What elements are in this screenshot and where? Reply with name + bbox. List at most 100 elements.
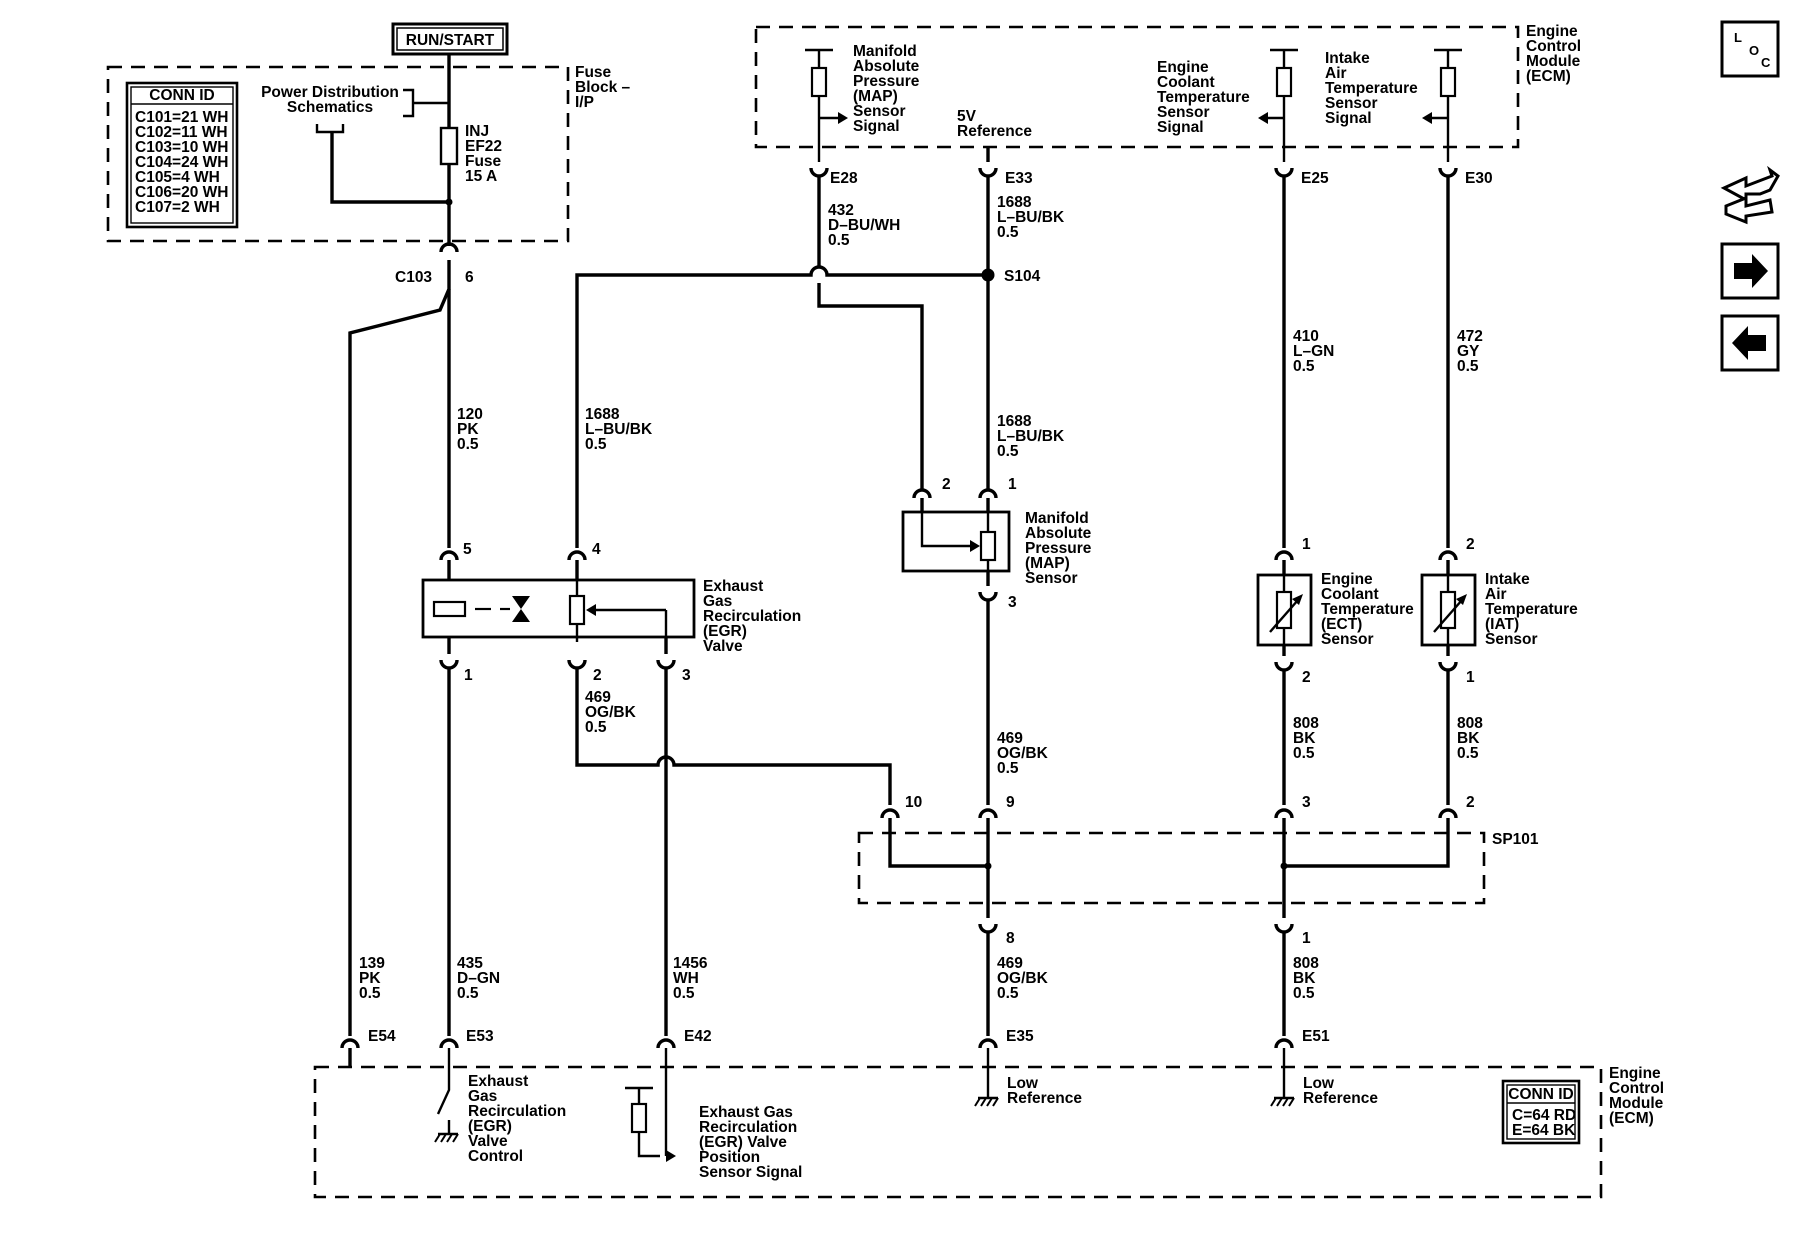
svg-text:Engine: Engine <box>1321 571 1373 588</box>
svg-text:EF22: EF22 <box>465 138 502 155</box>
svg-text:Fuse: Fuse <box>575 64 612 81</box>
svg-text:1688: 1688 <box>997 194 1032 211</box>
svg-text:0.5: 0.5 <box>1457 745 1479 762</box>
svg-text:Signal: Signal <box>1325 110 1372 127</box>
svg-text:(IAT): (IAT) <box>1485 616 1519 633</box>
splice-s104 <box>981 268 995 282</box>
egr-solenoid-coil <box>432 600 467 618</box>
svg-text:410: 410 <box>1293 328 1319 345</box>
svg-text:120: 120 <box>457 406 483 423</box>
svg-text:Signal: Signal <box>853 118 900 135</box>
svg-text:Exhaust: Exhaust <box>468 1073 528 1090</box>
wire-1688-label-map: 1688 L–BU/BK 0.5 <box>997 413 1065 460</box>
svg-text:C106=20 WH: C106=20 WH <box>135 184 228 201</box>
svg-text:2: 2 <box>593 667 602 684</box>
svg-text:I/P: I/P <box>575 94 594 111</box>
arrow-right-icon <box>838 112 848 124</box>
svg-text:15 A: 15 A <box>465 168 497 185</box>
wire-472-label: 472 GY 0.5 <box>1457 328 1483 375</box>
svg-text:Valve: Valve <box>703 638 743 655</box>
svg-text:5V: 5V <box>957 108 977 125</box>
svg-text:Air: Air <box>1485 586 1507 603</box>
svg-text:Sensor: Sensor <box>1325 95 1378 112</box>
svg-text:Control: Control <box>1526 38 1581 55</box>
map-signal-pullup-resistor <box>810 66 828 98</box>
svg-text:CONN ID: CONN ID <box>149 87 214 104</box>
power-dist-tap <box>330 132 449 204</box>
ect-pin-1-label: 1 <box>1302 536 1311 553</box>
pin-e30 <box>1438 167 1458 178</box>
svg-text:Exhaust: Exhaust <box>703 578 763 595</box>
svg-text:C103: C103 <box>395 269 432 286</box>
svg-text:Signal: Signal <box>1157 119 1204 136</box>
svg-text:0.5: 0.5 <box>997 985 1019 1002</box>
ecm-top-boundary <box>754 25 1520 149</box>
svg-text:0.5: 0.5 <box>997 760 1019 777</box>
svg-text:(MAP): (MAP) <box>853 88 898 105</box>
next-page-icon[interactable] <box>1720 242 1780 300</box>
map-pin-3-label: 3 <box>1008 594 1017 611</box>
sp101-pin-2 <box>1438 808 1458 819</box>
c103-terminal <box>439 242 459 253</box>
svg-text:Engine: Engine <box>1526 23 1578 40</box>
svg-text:(ECM): (ECM) <box>1609 1110 1654 1127</box>
svg-text:CONN ID: CONN ID <box>1508 1086 1573 1103</box>
svg-text:Reference: Reference <box>957 123 1032 140</box>
svg-text:E33: E33 <box>1005 170 1033 187</box>
ect-pullup-resistor <box>1275 66 1293 98</box>
svg-text:BK: BK <box>1293 730 1316 747</box>
svg-text:(EGR): (EGR) <box>703 623 747 640</box>
svg-text:BK: BK <box>1293 970 1316 987</box>
svg-text:C103=10 WH: C103=10 WH <box>135 139 228 156</box>
svg-text:Exhaust Gas: Exhaust Gas <box>699 1104 793 1121</box>
svg-text:10: 10 <box>905 794 922 811</box>
ecm-bottom-pin-labels: E54 E53 E42 E35 E51 <box>368 1028 1330 1045</box>
svg-text:Absolute: Absolute <box>1025 525 1092 542</box>
svg-text:0.5: 0.5 <box>585 436 607 453</box>
svg-text:Engine: Engine <box>1157 59 1209 76</box>
ground-icon <box>1270 1096 1295 1107</box>
ecm-bottom-boundary <box>313 1065 1603 1199</box>
egr-pin-3 <box>656 659 676 670</box>
svg-text:808: 808 <box>1293 955 1319 972</box>
svg-text:E28: E28 <box>830 170 858 187</box>
svg-text:Sensor: Sensor <box>1485 631 1538 648</box>
svg-text:E42: E42 <box>684 1028 712 1045</box>
svg-text:0.5: 0.5 <box>457 985 479 1002</box>
pin-e35 <box>978 1038 998 1049</box>
map-sensor-label: Manifold Absolute Pressure (MAP) Sensor <box>1025 510 1092 587</box>
component-locator-icon[interactable] <box>1720 165 1780 225</box>
svg-text:Schematics: Schematics <box>287 99 373 116</box>
wire-432-label: 432 D–BU/WH 0.5 <box>828 202 900 249</box>
map-pin-1 <box>978 488 998 499</box>
svg-text:Valve: Valve <box>468 1133 508 1150</box>
svg-text:E35: E35 <box>1006 1028 1034 1045</box>
loc-button[interactable]: L O C <box>1720 20 1780 78</box>
svg-text:0.5: 0.5 <box>997 443 1019 460</box>
wire-410-label: 410 L–GN 0.5 <box>1293 328 1334 375</box>
conn-id-table-ecm: CONN ID C=64 RD E=64 BK <box>1501 1079 1581 1145</box>
previous-page-icon[interactable] <box>1720 314 1780 372</box>
svg-text:D–BU/WH: D–BU/WH <box>828 217 900 234</box>
svg-text:0.5: 0.5 <box>1293 745 1315 762</box>
egr-pin-4 <box>567 550 587 561</box>
wire-808-label-ecm: 808 BK 0.5 <box>1293 955 1319 1002</box>
pin-e54 <box>340 1038 360 1049</box>
svg-text:0.5: 0.5 <box>359 985 381 1002</box>
svg-text:Manifold: Manifold <box>853 43 917 60</box>
valve-icon <box>512 596 530 609</box>
svg-text:Air: Air <box>1325 65 1347 82</box>
svg-text:PK: PK <box>457 421 479 438</box>
svg-text:C107=2 WH: C107=2 WH <box>135 199 220 216</box>
ground-icon <box>434 1132 459 1143</box>
svg-text:PK: PK <box>359 970 381 987</box>
svg-text:(EGR) Valve: (EGR) Valve <box>699 1134 787 1151</box>
sp101-pin-9 <box>978 808 998 819</box>
egr-pin-4-label: 4 <box>592 541 601 558</box>
svg-text:Power Distribution: Power Distribution <box>261 84 399 101</box>
iat-sensor-label: Intake Air Temperature (IAT) Sensor <box>1485 571 1578 648</box>
svg-text:GY: GY <box>1457 343 1480 360</box>
iat-pullup-resistor <box>1439 66 1457 98</box>
svg-text:469: 469 <box>997 730 1023 747</box>
svg-text:Recirculation: Recirculation <box>703 608 801 625</box>
